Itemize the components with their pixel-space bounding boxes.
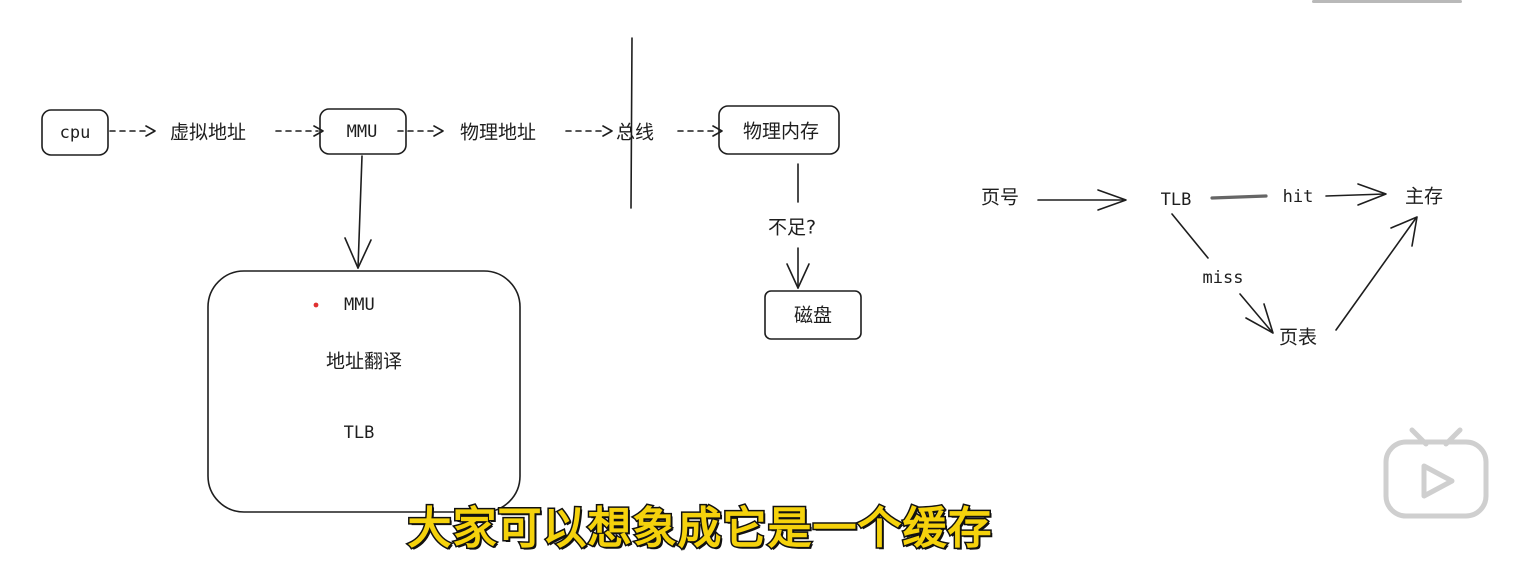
mmu-label: MMU [347, 122, 378, 142]
arrow-hit-to-main-memory [1325, 183, 1387, 206]
bus-line [630, 37, 633, 209]
video-subtitle: 大家可以想象成它是一个缓存 [406, 502, 993, 556]
mmu-detail-address-translation: 地址翻译 [326, 351, 402, 373]
arrow-virtual-to-mmu [275, 125, 324, 137]
hit-label: hit [1283, 187, 1314, 207]
main-memory-label: 主存 [1405, 186, 1443, 208]
bullet-dot [313, 302, 319, 308]
hit-line [1210, 194, 1268, 200]
mmu-box [319, 108, 407, 155]
disk-box [764, 290, 862, 340]
mmu-detail-tlb: TLB [344, 423, 375, 443]
disk-label: 磁盘 [794, 305, 832, 327]
physical-address-label: 物理地址 [460, 122, 536, 144]
virtual-address-label: 虚拟地址 [170, 122, 246, 144]
arrow-miss-to-page-table [1239, 293, 1274, 334]
top-scrollbar[interactable] [1312, 0, 1462, 3]
arrow-mmu-to-physical [397, 125, 444, 137]
arrow-to-disk [786, 247, 810, 289]
physical-memory-label: 物理内存 [743, 121, 819, 143]
arrow-page-table-to-main-memory [1335, 216, 1418, 331]
arrow-bus-to-memory [677, 125, 723, 137]
arrow-cpu-to-virtual [109, 125, 156, 137]
tlb-label: TLB [1161, 190, 1192, 210]
cpu-label: cpu [60, 123, 91, 143]
miss-label: miss [1203, 268, 1244, 288]
page-number-label: 页号 [981, 187, 1019, 209]
arrow-physical-to-bus [565, 125, 613, 137]
page-table-label: 页表 [1279, 327, 1317, 349]
play-button-icon[interactable] [1382, 420, 1490, 520]
cpu-box [41, 109, 109, 156]
arrow-page-number-to-tlb [1037, 189, 1127, 211]
miss-line-upper [1171, 213, 1209, 259]
physical-memory-box [718, 105, 840, 155]
mmu-detail-title: MMU [344, 295, 375, 315]
insufficient-label: 不足? [768, 217, 816, 239]
bus-label: 总线 [616, 122, 654, 144]
mmu-detail-box [207, 270, 521, 513]
arrow-mmu-to-detail [344, 155, 372, 269]
